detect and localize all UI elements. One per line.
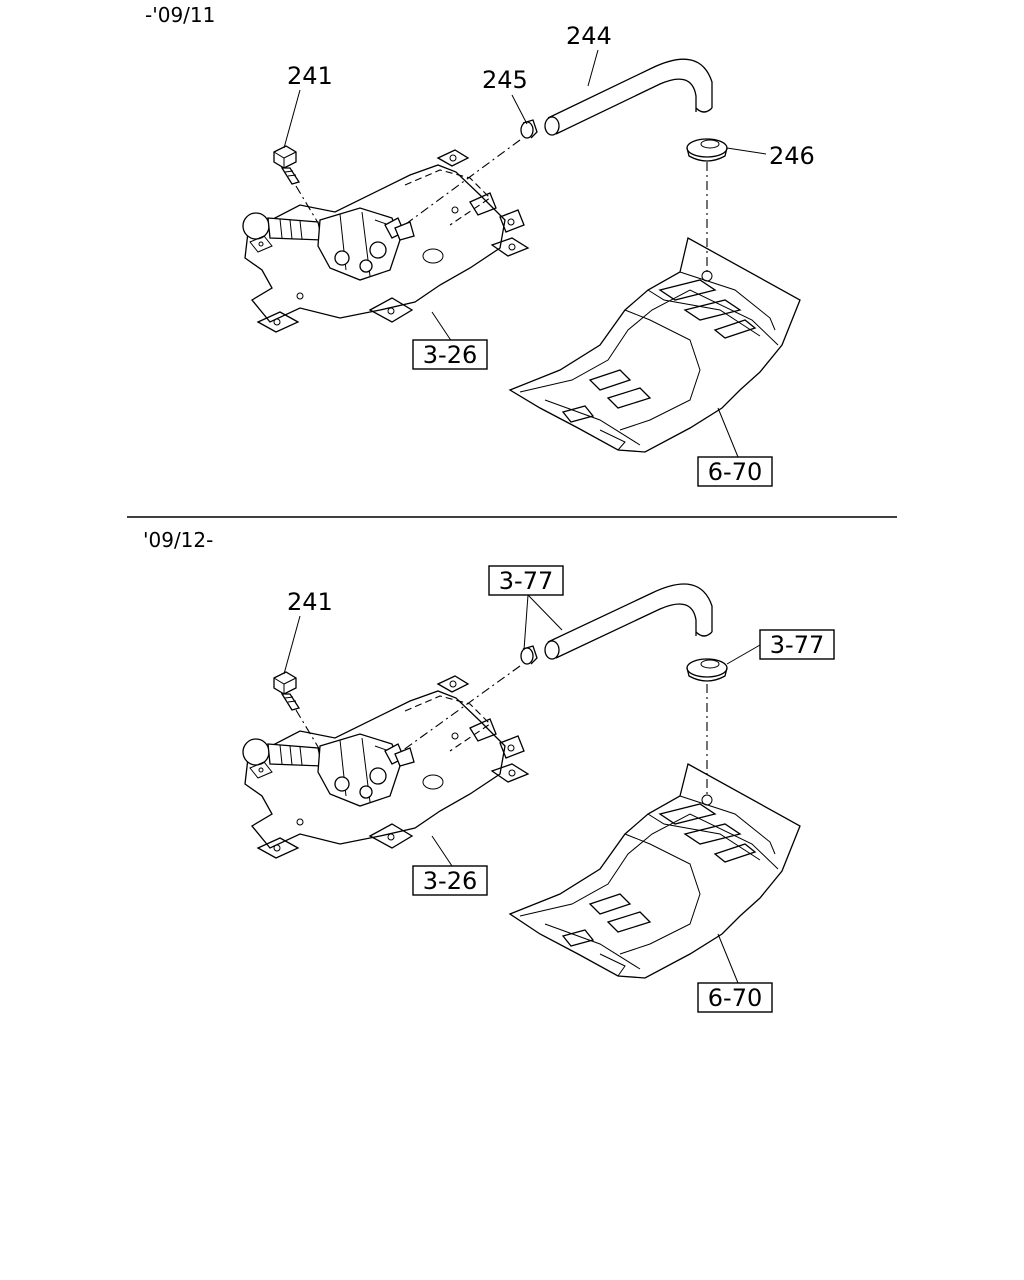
hose-244[interactable] [544, 58, 713, 136]
valve-assembly [242, 733, 415, 807]
section-post-0912: '09/12- [143, 528, 835, 1013]
leader-246 [726, 147, 767, 155]
ref-6-70-label: 6-70 [708, 458, 762, 486]
period-label: '09/12- [143, 528, 213, 552]
ref-box-3-26[interactable]: 3-26 [412, 865, 488, 896]
callout-246: 246 [769, 142, 815, 170]
ref-box-3-77-hose[interactable]: 3-77 [488, 565, 564, 596]
ref-box-3-26[interactable]: 3-26 [412, 339, 488, 370]
leader-6-70 [717, 407, 739, 458]
leader-3-77-grommet [726, 644, 761, 665]
callout-245: 245 [482, 66, 528, 94]
ref-3-26-label: 3-26 [423, 341, 477, 369]
leader-3-77-hose [527, 594, 563, 631]
bracket-plate [244, 675, 530, 859]
callout-241: 241 [287, 62, 333, 90]
section-pre-0912: -'09/11 [145, 3, 815, 487]
leader-3-26 [431, 835, 453, 867]
leader-6-70 [717, 933, 739, 984]
clamp-245[interactable] [520, 119, 538, 139]
bracket-plate [244, 149, 530, 333]
callout-244: 244 [566, 22, 612, 50]
ref-box-3-77-grommet[interactable]: 3-77 [759, 629, 835, 660]
clamp[interactable] [520, 645, 538, 665]
leader-244 [587, 49, 599, 87]
ref-6-70-label: 6-70 [708, 984, 762, 1012]
leader-3-77-clamp [523, 594, 529, 651]
ref-box-6-70[interactable]: 6-70 [697, 456, 773, 487]
leader-241 [283, 89, 301, 149]
callout-241: 241 [287, 588, 333, 616]
ref-box-6-70[interactable]: 6-70 [697, 982, 773, 1013]
bolt-241[interactable] [273, 145, 301, 185]
leader-3-26 [431, 311, 453, 343]
bolt-241[interactable] [273, 671, 301, 711]
ref-3-77-label: 3-77 [499, 567, 553, 595]
center-line [394, 665, 521, 757]
grommet[interactable] [686, 658, 728, 682]
center-line [394, 139, 521, 233]
leader-241 [283, 615, 301, 675]
valve-assembly [242, 207, 415, 281]
ref-3-77-label: 3-77 [770, 631, 824, 659]
hose[interactable] [544, 583, 713, 660]
floor-panel [508, 763, 801, 979]
ref-3-26-label: 3-26 [423, 867, 477, 895]
period-label: -'09/11 [145, 3, 215, 27]
grommet-246[interactable] [686, 138, 728, 162]
leader-245 [511, 94, 528, 125]
floor-panel [508, 237, 801, 453]
